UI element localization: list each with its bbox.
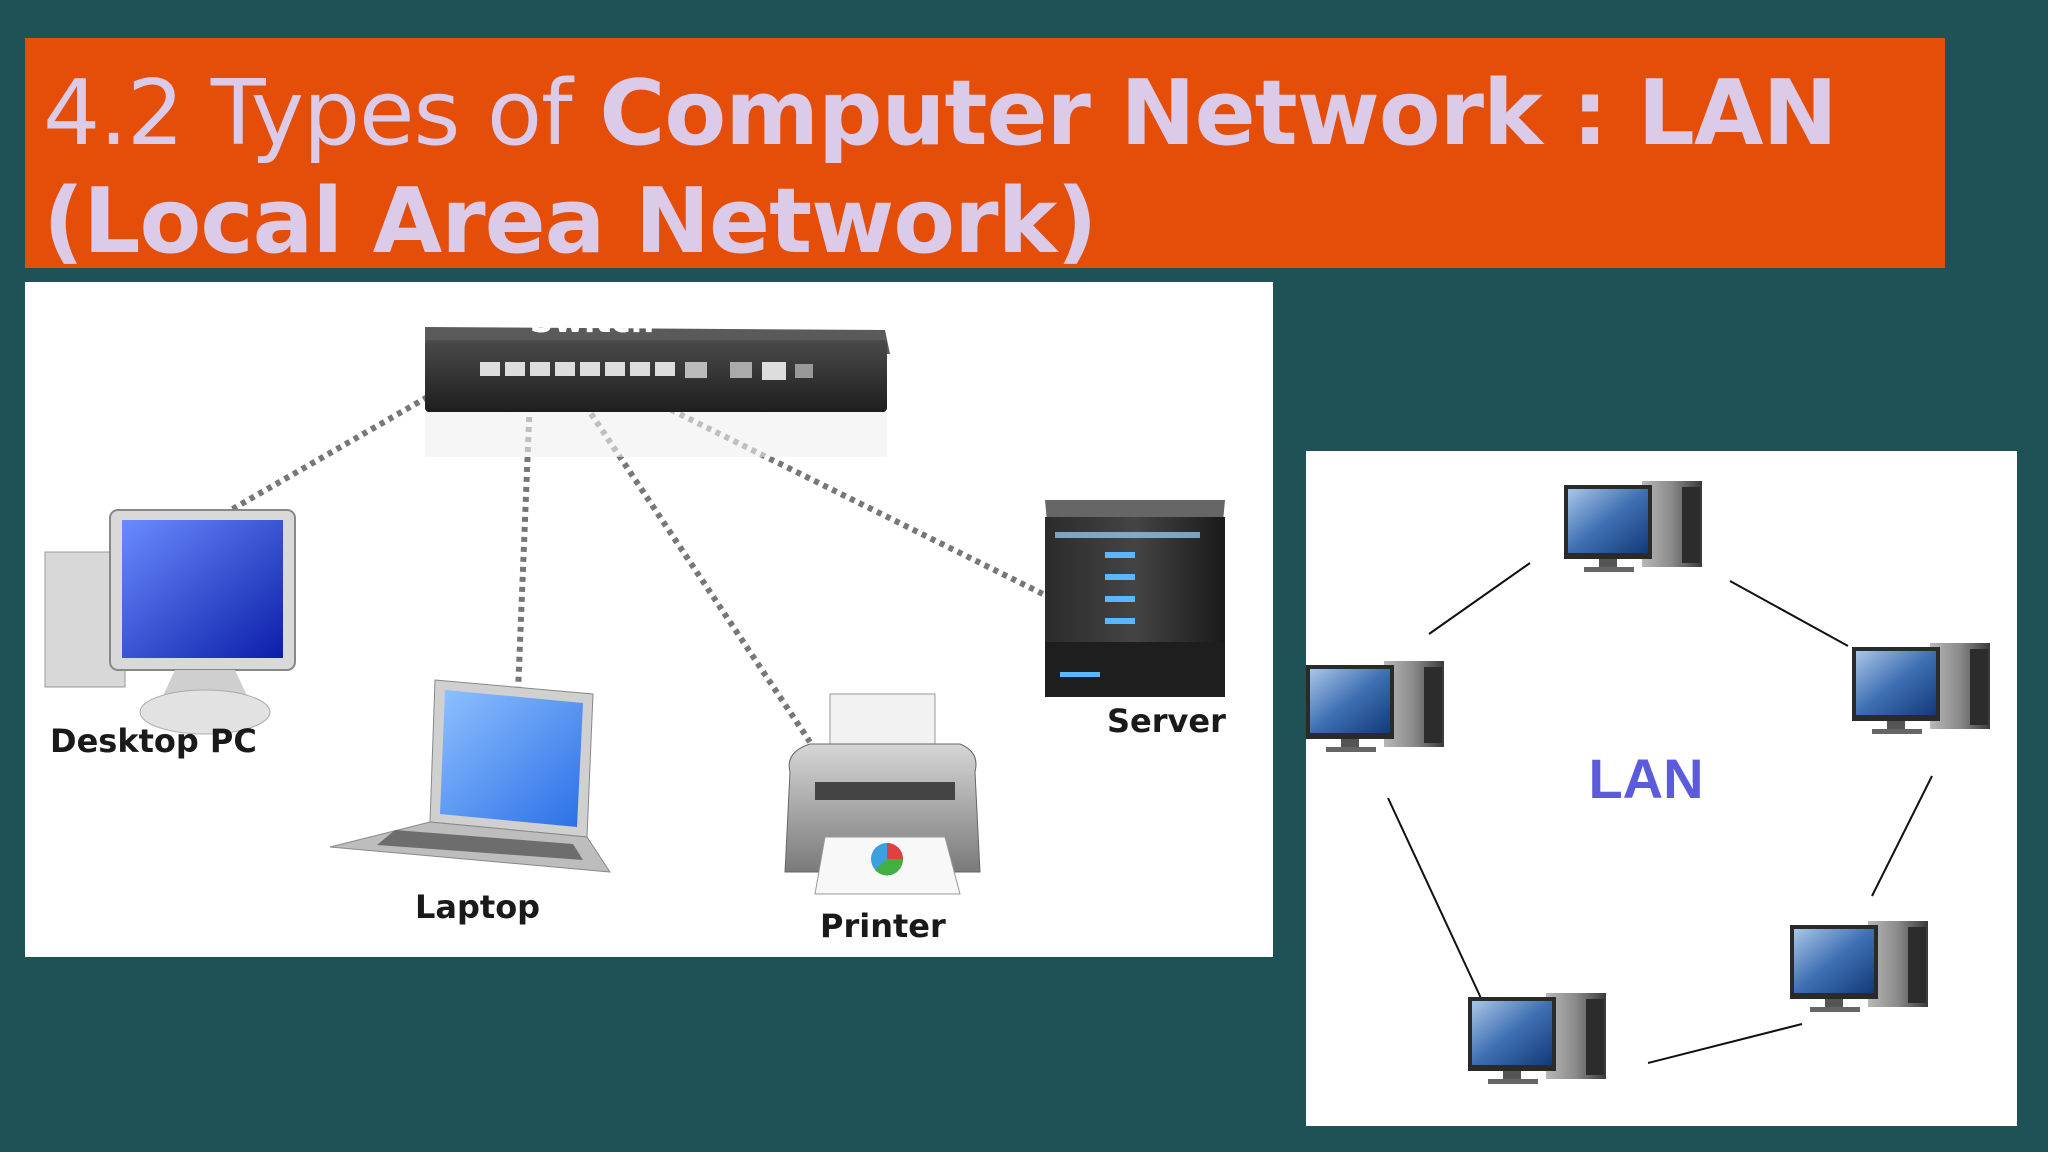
laptop-label: Laptop: [415, 888, 540, 926]
printer-icon: Printer: [784, 693, 981, 945]
star-diagram-canvas: Switch Desktop PC Laptop: [44, 301, 1226, 945]
slide-title: 4.2 Types of Computer Network : LAN (Loc…: [43, 60, 1945, 276]
lan-computer-icon: [1468, 993, 1606, 1084]
star-topology-diagram: Switch Desktop PC Laptop: [25, 282, 1273, 957]
switch-label: Switch: [530, 301, 654, 340]
desktop-pc-label: Desktop PC: [50, 722, 257, 760]
server-label: Server: [1107, 702, 1226, 740]
desktop-pc-icon: Desktop PC: [44, 509, 296, 760]
ring-diagram-canvas: LAN: [1306, 481, 1990, 1084]
printer-label: Printer: [820, 907, 946, 945]
title-bar: 4.2 Types of Computer Network : LAN (Loc…: [25, 38, 1945, 274]
title-bold: Computer Network : LAN (Local Area Netwo…: [43, 61, 1838, 274]
lan-computer-icon: [1790, 921, 1928, 1012]
lan-center-label: LAN: [1588, 747, 1703, 810]
ring-links: [1387, 562, 1933, 1064]
title-prefix: 4.2 Types of: [43, 61, 600, 166]
lan-computer-icon: [1306, 661, 1444, 752]
switch-icon: Switch: [425, 301, 890, 457]
lan-computer-icon: [1852, 643, 1990, 734]
lan-computer-icon: [1564, 481, 1702, 572]
ring-topology-diagram: LAN: [1306, 451, 2017, 1126]
server-icon: Server: [1045, 500, 1226, 740]
laptop-icon: Laptop: [329, 679, 611, 926]
